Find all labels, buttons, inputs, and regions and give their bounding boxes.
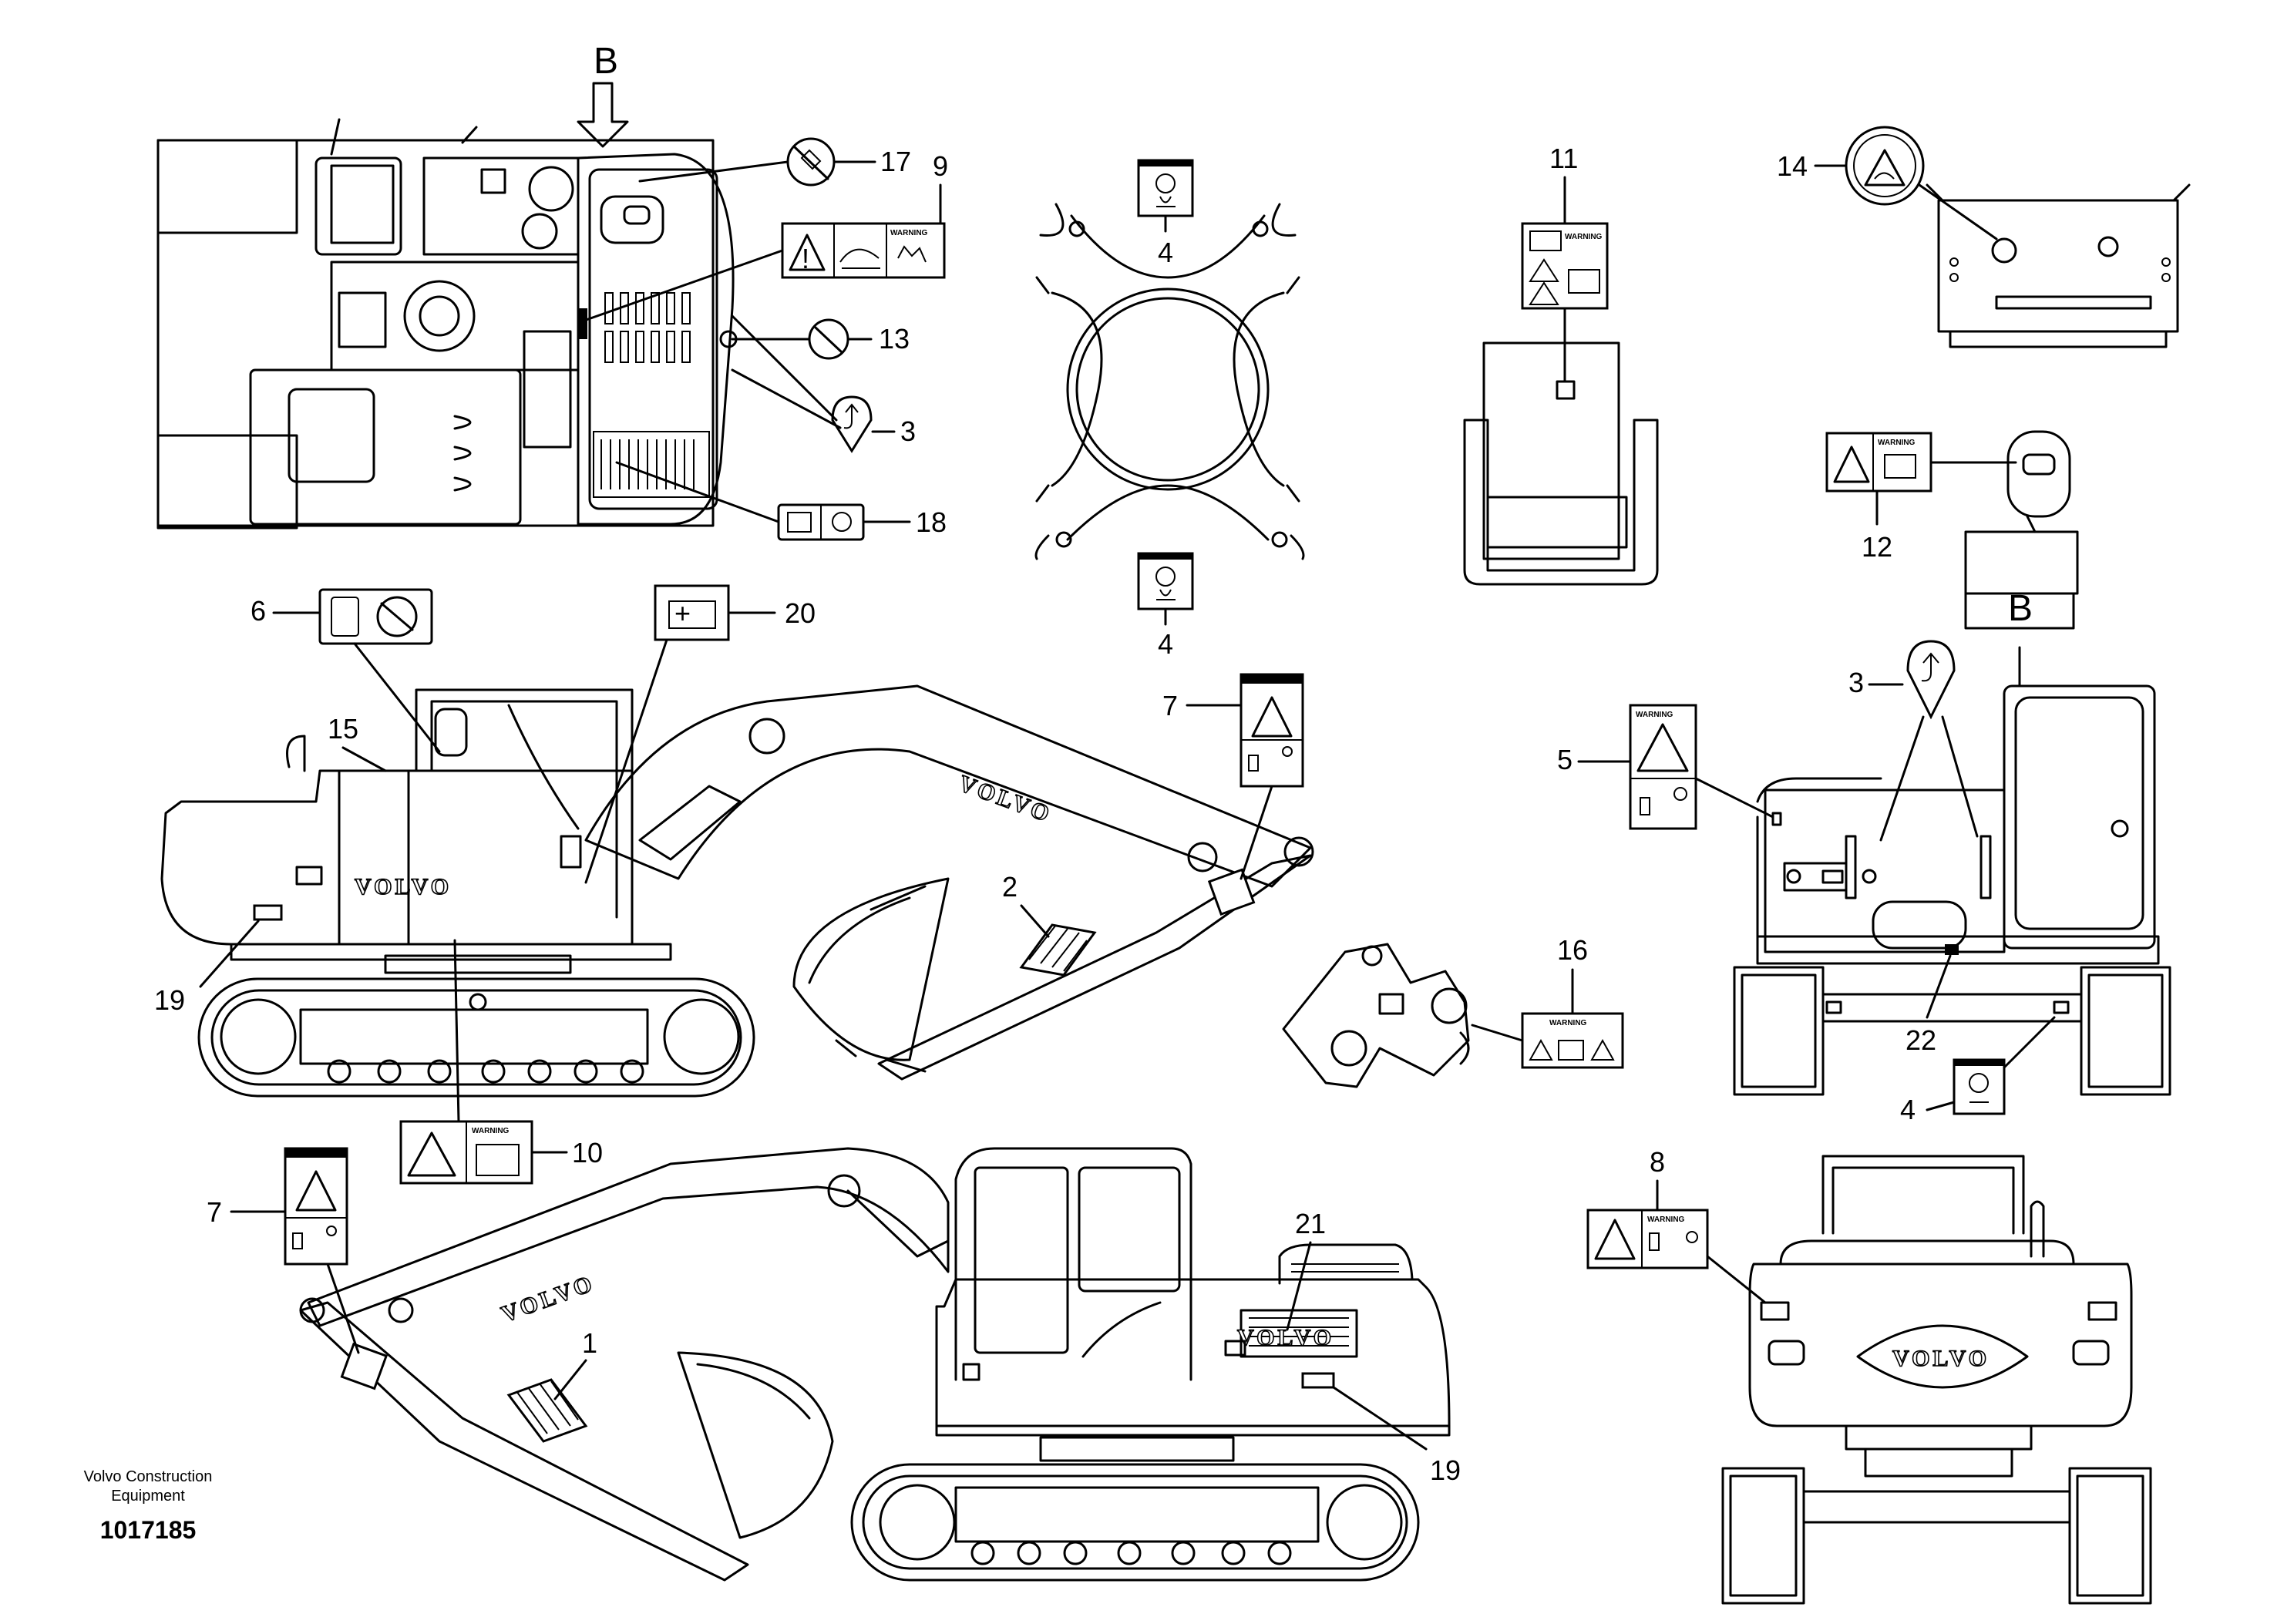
hazard-stripe-decal-1 xyxy=(506,1378,588,1443)
callout-1: 1 xyxy=(582,1327,597,1359)
decal-14-group: 14 xyxy=(1777,126,2191,348)
callout-22: 22 xyxy=(1906,1024,1936,1056)
svg-text:VOLVO: VOLVO xyxy=(956,771,1056,828)
decal-5: 5 WARNING xyxy=(1557,704,1782,830)
callout-18: 18 xyxy=(916,506,947,538)
view-b-bottom-label: B xyxy=(2008,588,2033,629)
callout-3-top: 3 xyxy=(900,415,916,447)
top-view-upper-structure: B xyxy=(156,41,735,530)
decal-17: 17 xyxy=(638,137,911,187)
decal-19-lower: 19 xyxy=(1301,1372,1461,1486)
svg-text:VOLVO: VOLVO xyxy=(498,1270,598,1327)
decal-11-group: 11 WARNING xyxy=(1463,143,1659,586)
decal-20: + 20 xyxy=(584,584,816,884)
decal-16: 16 WARNING xyxy=(1471,934,1624,1069)
callout-15: 15 xyxy=(328,713,358,745)
callout-4-top: 4 xyxy=(1158,237,1173,268)
svg-text:!: ! xyxy=(802,243,809,274)
svg-text:WARNING: WARNING xyxy=(472,1127,510,1135)
svg-text:WARNING: WARNING xyxy=(1878,439,1916,447)
decal-18: 18 xyxy=(615,461,947,541)
svg-text:+: + xyxy=(674,597,691,629)
callout-17: 17 xyxy=(880,146,911,177)
svg-text:WARNING: WARNING xyxy=(1565,233,1603,241)
decal-6: 6 xyxy=(251,588,441,753)
company-name-line-1: Volvo Construction xyxy=(83,1468,213,1485)
company-name-line-2: Equipment xyxy=(111,1488,185,1505)
decal-13: 13 xyxy=(719,318,910,360)
svg-text:WARNING: WARNING xyxy=(890,229,928,237)
quick-coupler-view xyxy=(1282,943,1470,1088)
decal-8: 8 WARNING xyxy=(1586,1146,1767,1304)
callout-3-right: 3 xyxy=(1848,667,1864,698)
rear-view-lower: VOLVO xyxy=(1721,1155,2152,1605)
decal-3-right: 3 xyxy=(1848,640,1979,842)
svg-text:WARNING: WARNING xyxy=(1636,711,1673,719)
decal-21: 21 xyxy=(1286,1208,1326,1331)
callout-6: 6 xyxy=(251,595,266,627)
svg-text:VOLVO: VOLVO xyxy=(1237,1325,1334,1350)
decal-7-side: 7 xyxy=(1162,673,1304,880)
callout-19-lower: 19 xyxy=(1430,1454,1461,1486)
callout-10: 10 xyxy=(572,1137,603,1168)
callout-4-mid: 4 xyxy=(1158,628,1173,660)
decal-3-top: 3 xyxy=(731,314,916,453)
decal-1-callout: 1 xyxy=(553,1327,597,1400)
callout-13: 13 xyxy=(879,323,910,355)
decal-7-lower: 7 xyxy=(207,1147,360,1354)
decal-22: 22 xyxy=(1906,944,1959,1056)
decal-4-mid: 4 xyxy=(1137,552,1194,660)
lower-side-view-excavator: VOLVO VOLVO xyxy=(299,1147,1451,1582)
decal-19-side: 19 xyxy=(154,904,283,1016)
decal-12-group: WARNING 12 B xyxy=(1825,430,2079,630)
callout-8: 8 xyxy=(1650,1146,1665,1178)
view-b-label: B xyxy=(594,41,618,82)
callout-2: 2 xyxy=(1002,871,1018,903)
callout-9: 9 xyxy=(933,150,948,182)
bucket-link-view xyxy=(1034,203,1305,560)
decal-9: ! WARNING 9 xyxy=(578,150,948,324)
callout-20: 20 xyxy=(785,597,816,629)
decal-4-top: 4 xyxy=(1137,159,1194,268)
callout-19-side: 19 xyxy=(154,984,185,1016)
rear-view-excavator xyxy=(1733,646,2171,1096)
svg-text:WARNING: WARNING xyxy=(1647,1215,1685,1224)
side-view-excavator: VOLVO VOLVO xyxy=(160,684,1314,1098)
decal-2-callout: 2 xyxy=(1002,871,1050,938)
engine-hood-louvers xyxy=(593,292,710,498)
callout-12: 12 xyxy=(1862,531,1892,563)
document-number: 1017185 xyxy=(99,1516,197,1544)
svg-text:VOLVO: VOLVO xyxy=(1892,1346,1990,1371)
callout-7-side: 7 xyxy=(1162,690,1178,721)
view-b-arrow: B xyxy=(577,41,629,148)
decal-10: WARNING 10 xyxy=(399,939,603,1185)
callout-21: 21 xyxy=(1295,1208,1326,1239)
svg-text:VOLVO: VOLVO xyxy=(355,874,452,899)
callout-5: 5 xyxy=(1557,744,1572,775)
decal-15: 15 xyxy=(328,713,387,772)
callout-4-rear: 4 xyxy=(1900,1094,1916,1125)
callout-7-lower: 7 xyxy=(207,1196,222,1228)
decal-4-rear: 4 xyxy=(1900,1016,2056,1125)
callout-16: 16 xyxy=(1557,934,1588,966)
svg-text:WARNING: WARNING xyxy=(1549,1019,1587,1027)
callout-14: 14 xyxy=(1777,150,1808,182)
hazard-stripe-decal-2 xyxy=(1019,923,1097,977)
callout-11: 11 xyxy=(1549,143,1578,174)
